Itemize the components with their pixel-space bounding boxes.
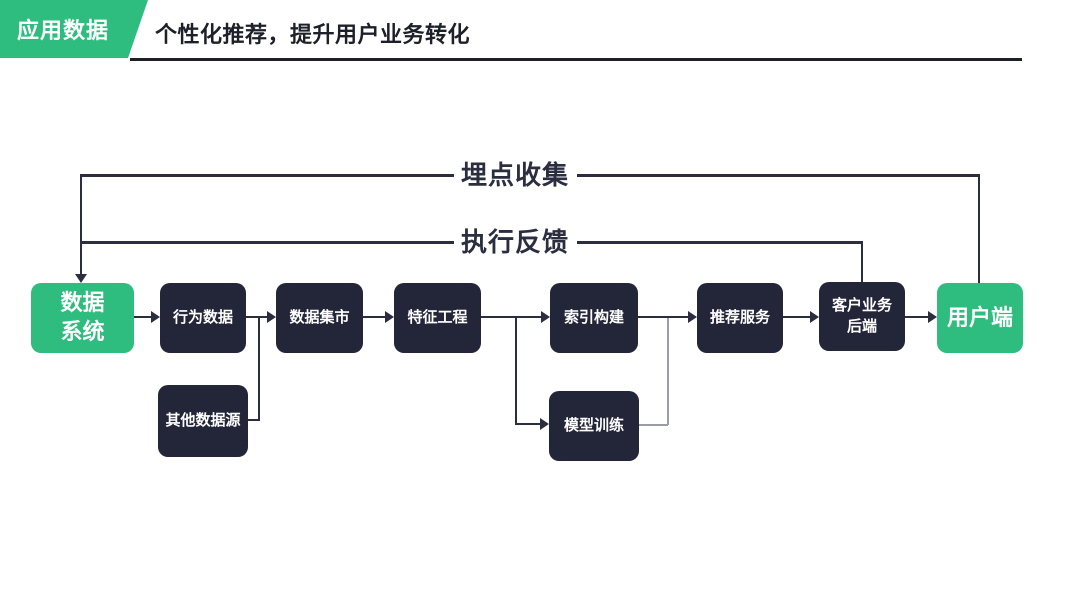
arrowhead-into-feature (385, 311, 394, 323)
node-customer-backend: 客户业务 后端 (819, 282, 905, 351)
node-data-system-label: 数据 系统 (60, 290, 105, 344)
node-user-end-label: 用户端 (946, 304, 1013, 330)
node-data-mart: 数据集市 (276, 283, 363, 353)
arrowhead-into-mart (267, 311, 276, 323)
arrowhead-into-index (541, 311, 550, 323)
edge-execution-line-down-to-backend (861, 241, 863, 282)
node-index-building: 索引构建 (550, 283, 638, 353)
node-data-mart-label: 数据集市 (289, 308, 350, 326)
edge-execution-line-left (82, 241, 454, 244)
node-index-building-label: 索引构建 (563, 308, 624, 326)
label-tracking-collection: 埋点收集 (460, 160, 569, 190)
node-recommendation-service-label: 推荐服务 (709, 308, 770, 326)
arrowhead-into-backend (810, 311, 819, 323)
edge-datasystem-to-behavior (134, 316, 152, 318)
arrowhead-into-user-end (928, 311, 937, 323)
edge-execution-line-right (577, 241, 863, 244)
page-title: 个性化推荐，提升用户业务转化 (155, 22, 471, 47)
node-user-end: 用户端 (937, 283, 1023, 353)
node-feature-engineering: 特征工程 (394, 283, 481, 353)
edge-recommend-to-backend (783, 316, 811, 318)
arrowhead-into-data-system (75, 274, 87, 283)
label-execution-feedback: 执行反馈 (460, 227, 569, 257)
edge-mart-to-feature (363, 316, 386, 318)
node-behavior-data: 行为数据 (160, 283, 246, 353)
edge-model-out (639, 424, 668, 426)
edge-tracking-line-right (577, 174, 980, 177)
edge-index-to-recommend (638, 316, 689, 318)
arrowhead-into-behavior (151, 311, 160, 323)
section-badge: 应用数据 (0, 0, 148, 58)
edge-tracking-line-left (82, 174, 454, 177)
title-underline (130, 58, 1022, 61)
edge-othersources-up-to-flow (258, 318, 260, 421)
edge-othersources-out (248, 419, 260, 421)
node-other-sources: 其他数据源 (158, 385, 248, 457)
node-data-system: 数据 系统 (31, 283, 134, 353)
node-behavior-data-label: 行为数据 (172, 308, 233, 326)
arrowhead-into-model (540, 418, 549, 430)
section-badge-label: 应用数据 (17, 18, 110, 43)
arrowhead-into-recommend (688, 311, 697, 323)
edge-feature-branch-down (515, 318, 517, 424)
edge-behavior-to-mart (246, 316, 268, 318)
edge-model-up-to-flow (667, 318, 669, 425)
edge-feature-to-index (481, 316, 542, 318)
node-customer-backend-label: 客户业务 后端 (831, 297, 892, 335)
node-model-training-label: 模型训练 (563, 416, 624, 434)
node-model-training: 模型训练 (549, 391, 639, 461)
node-other-sources-label: 其他数据源 (165, 411, 241, 429)
node-feature-engineering-label: 特征工程 (407, 308, 468, 326)
edge-backend-to-user-end (905, 316, 929, 318)
node-recommendation-service: 推荐服务 (697, 283, 783, 353)
edge-tracking-line-down-to-user-end (978, 174, 980, 283)
edge-feedback-down-to-data-system (80, 174, 82, 276)
edge-branch-to-model (515, 423, 541, 425)
